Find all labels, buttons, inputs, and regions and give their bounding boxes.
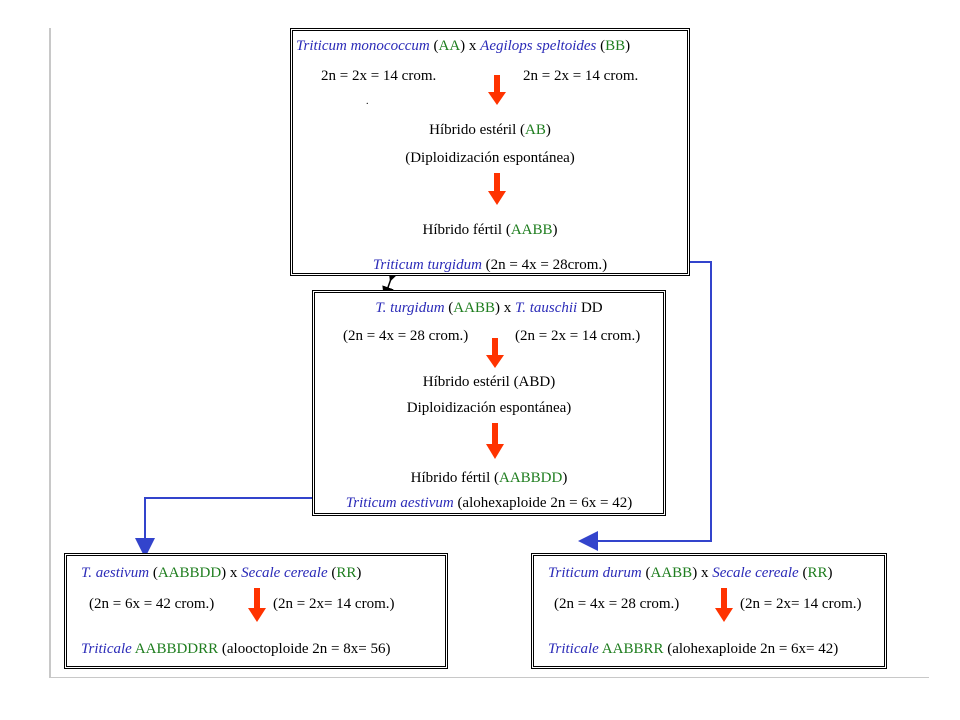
species-label: Triticum aestivum — [345, 495, 454, 511]
hybrid-fertile-label: Híbrido fértil (AABB) — [422, 222, 558, 238]
genome-label: AABBDDRR — [134, 641, 219, 657]
species-label: Triticum durum — [548, 565, 642, 581]
species-label: Triticale — [81, 641, 132, 657]
chromosome-count: (2n = 4x = 28 crom.) — [343, 328, 469, 344]
red-down-arrow-icon — [488, 75, 506, 105]
species-label: Triticale — [548, 641, 599, 657]
genome-label: AA — [438, 38, 461, 54]
genome-label: DD — [580, 300, 603, 316]
species-label: Secale cereale — [241, 565, 328, 581]
species-label: Triticum turgidum — [372, 257, 482, 273]
box3-cross-line: T. aestivum (AABBDD) x Secale cereale (R… — [81, 565, 362, 581]
genome-label: RR — [336, 565, 357, 581]
box-triticale-octoploid: T. aestivum (AABBDD) x Secale cereale (R… — [64, 553, 448, 669]
genome-label: AABB — [453, 300, 495, 316]
chromosome-count: (alohexaploide 2n = 6x= 42) — [667, 641, 839, 657]
cross-symbol: x — [700, 565, 709, 581]
genome-label: AABB — [650, 565, 693, 581]
species-label: T. turgidum — [375, 300, 445, 316]
frame-bottom-line — [49, 677, 929, 678]
connector-aestivum-to-triticale — [135, 497, 326, 558]
hybrid-sterile-label: Híbrido estéril (AB) — [429, 122, 551, 138]
result-line: Triticum aestivum (alohexaploide 2n = 6x… — [315, 494, 663, 512]
cross-symbol: x — [229, 565, 238, 581]
chromosome-count: 2n = 2x = 14 crom. — [321, 68, 437, 84]
red-down-arrow-icon — [486, 423, 504, 459]
red-down-arrow-icon — [248, 588, 266, 622]
red-down-arrow-icon — [488, 173, 506, 205]
chromosome-count: (alohexaploide 2n = 6x = 42) — [457, 495, 633, 511]
diploidization-label: Diploidización espontánea) — [406, 400, 572, 416]
chromosome-count: 2n = 2x = 14 crom. — [523, 68, 639, 84]
species-label: T. aestivum — [81, 565, 150, 581]
dot-mark: . — [366, 96, 369, 107]
genome-label: RR — [807, 565, 828, 581]
species-label: Triticum monococcum — [296, 38, 430, 54]
result-line: Triticum turgidum (2n = 4x = 28crom.) — [293, 256, 687, 274]
species-label: T. tauschii — [514, 300, 578, 316]
red-down-arrow-icon — [715, 588, 733, 622]
box-triticale-hexaploid: Triticum durum (AABB) x Secale cereale (… — [531, 553, 887, 669]
chromosome-count: (2n = 2x= 14 crom.) — [740, 596, 862, 612]
frame-left-line — [49, 28, 51, 678]
chromosome-count: (alooctoploide 2n = 8x= 56) — [221, 641, 391, 657]
genome-label: AABBRR — [601, 641, 664, 657]
species-label: Aegilops speltoides — [480, 38, 597, 54]
cross-symbol: x — [468, 38, 477, 54]
chromosome-count: (2n = 4x = 28 crom.) — [554, 596, 680, 612]
hybrid-sterile-label: Híbrido estéril (ABD) — [422, 374, 556, 390]
cross-symbol: x — [503, 300, 512, 316]
result-line: Triticale AABBDDRR (alooctoploide 2n = 8… — [81, 640, 390, 658]
genome-label: BB — [605, 38, 626, 54]
box-first-cross: Triticum monococcum (AA) x Aegilops spel… — [290, 28, 690, 276]
species-label: Secale cereale — [712, 565, 799, 581]
box1-cross-line: Triticum monococcum (AA) x Aegilops spel… — [296, 38, 631, 54]
chromosome-count: (2n = 2x = 14 crom.) — [515, 328, 641, 344]
box-second-cross: T. turgidum (AABB) x T. tauschii DD (2n … — [312, 290, 666, 516]
chromosome-count: (2n = 2x= 14 crom.) — [273, 596, 395, 612]
box2-cross-line: T. turgidum (AABB) x T. tauschii DD — [375, 300, 603, 316]
box4-cross-line: Triticum durum (AABB) x Secale cereale (… — [548, 565, 833, 581]
chromosome-count: (2n = 4x = 28crom.) — [485, 257, 608, 273]
red-down-arrow-icon — [486, 338, 504, 368]
hybrid-fertile-label: Híbrido fértil (AABBDD) — [410, 470, 568, 486]
result-line: Triticale AABBRR (alohexaploide 2n = 6x=… — [548, 640, 838, 658]
chromosome-count: (2n = 6x = 42 crom.) — [89, 596, 215, 612]
genome-label: AABBDD — [157, 565, 222, 581]
diploidization-label: (Diploidización espontánea) — [405, 150, 575, 166]
